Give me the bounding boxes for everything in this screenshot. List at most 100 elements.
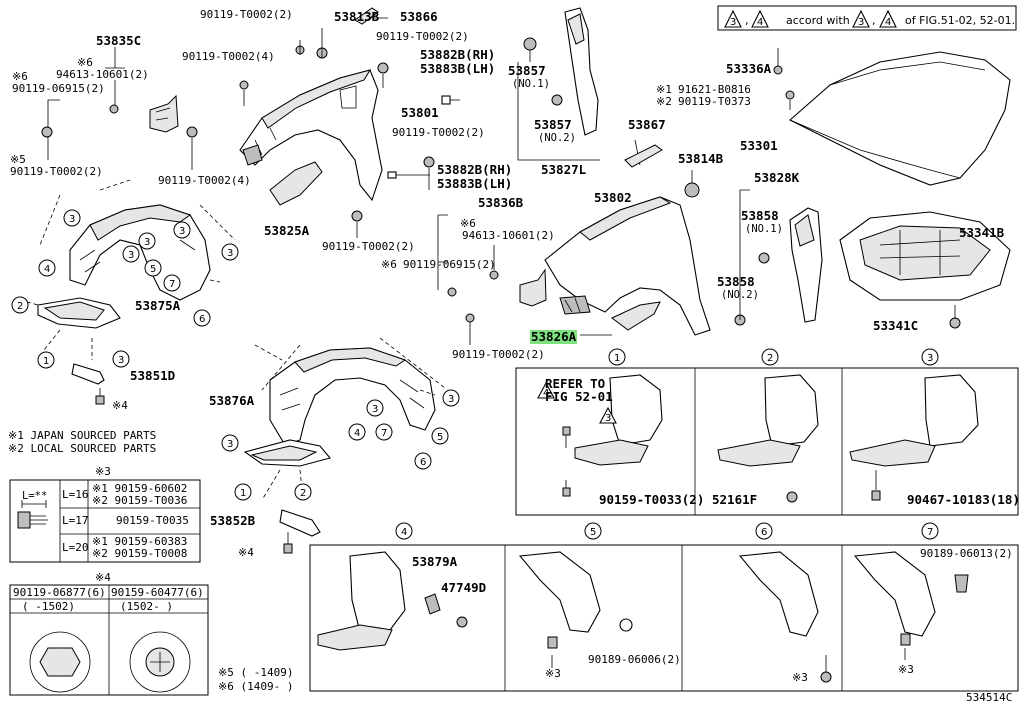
label-53802[interactable]: 53802 <box>594 190 632 205</box>
label-53836B[interactable]: 53836B <box>478 195 524 210</box>
label-fig-ref[interactable]: FIG 52-01 <box>545 389 613 404</box>
part-53867-illustration <box>624 144 663 168</box>
label-90119-T0002-c[interactable]: 90119-T0002(2) <box>376 30 469 43</box>
bracket-53828K-illustration <box>734 189 823 326</box>
label-53867[interactable]: 53867 <box>628 117 666 132</box>
label-53879A[interactable]: 53879A <box>412 554 458 569</box>
label-mark6-b: ※6 <box>12 70 28 83</box>
label-90159-T0033[interactable]: 90159-T0033(2) <box>599 492 705 507</box>
label-53828K[interactable]: 53828K <box>754 170 800 185</box>
label-mark3-c: ※3 <box>898 663 914 676</box>
header-note: 3 , 4 accord with 3 , 4 of FIG.51-02, 52… <box>717 5 1017 31</box>
label-53341C[interactable]: 53341C <box>873 318 919 333</box>
table4-col2-part[interactable]: 90159-60477(6) <box>111 586 204 599</box>
label-90119-T0002-4b[interactable]: 90119-T0002(4) <box>158 174 251 187</box>
table3-row3-part1[interactable]: ※1 90159-60383 <box>92 535 188 548</box>
bracket-53827L-illustration <box>517 7 600 161</box>
svg-text:6: 6 <box>420 457 426 468</box>
detail-panels-row1: 1 2 3 4 3 <box>515 348 1019 516</box>
table3-title: ※3 <box>95 465 111 478</box>
ref-circles-top-left: 3 4 2 1 3 3 3 3 3 5 7 6 <box>11 209 239 369</box>
svg-text:3: 3 <box>128 250 134 261</box>
legend-note-6: ※6 (1409- ) <box>218 680 294 693</box>
label-53875A[interactable]: 53875A <box>135 298 181 313</box>
table3-row1-part1[interactable]: ※1 90159-60602 <box>92 482 188 495</box>
label-mark4-b: ※4 <box>238 546 254 559</box>
svg-text:3: 3 <box>605 413 611 424</box>
label-53835C[interactable]: 53835C <box>96 33 142 48</box>
label-53883B-LH-a[interactable]: 53883B(LH) <box>420 61 496 76</box>
label-53826A[interactable]: 53826A <box>530 329 578 344</box>
table3-row2-len: L=17 <box>62 514 89 527</box>
clip-53814B-illustration <box>684 182 700 198</box>
svg-text:3: 3 <box>144 237 150 248</box>
label-53852B[interactable]: 53852B <box>210 513 256 528</box>
label-53866[interactable]: 53866 <box>400 9 438 24</box>
label-53825A[interactable]: 53825A <box>264 223 310 238</box>
label-53882B-RH-b[interactable]: 53882B(RH) <box>437 162 513 177</box>
label-53301[interactable]: 53301 <box>740 138 778 153</box>
label-90119-T0002-2[interactable]: 90119-T0002(2) <box>200 8 293 21</box>
table3-row1-len: L=16 <box>62 488 89 501</box>
label-53341B[interactable]: 53341B <box>959 225 1005 240</box>
label-94613-a[interactable]: 94613-10601(2) <box>56 68 149 81</box>
table3-row1-part2[interactable]: ※2 90159-T0036 <box>92 494 188 507</box>
label-53801[interactable]: 53801 <box>401 105 439 120</box>
table3-row2-part1[interactable]: 90159-T0035 <box>116 514 189 527</box>
liner-53876A-illustration <box>243 337 446 501</box>
svg-text:1: 1 <box>43 356 49 367</box>
svg-text:4: 4 <box>885 17 891 28</box>
label-90119-06915-a[interactable]: 90119-06915(2) <box>12 82 105 95</box>
svg-text:5: 5 <box>437 432 443 443</box>
label-53814B[interactable]: 53814B <box>678 151 724 166</box>
label-90467[interactable]: 90467-10183(18) <box>907 492 1020 507</box>
label-90119-T0002-b[interactable]: 90119-T0002(2) <box>10 165 103 178</box>
bracket-53851D-illustration <box>71 363 105 405</box>
label-90119-06915-b[interactable]: 90119-06915(2) <box>403 258 496 271</box>
svg-text:3: 3 <box>730 17 736 28</box>
label-53851D[interactable]: 53851D <box>130 368 176 383</box>
leader-lines-top-left <box>47 17 460 238</box>
label-53858-2-no: (NO.2) <box>721 289 759 301</box>
legend-note-2: ※2 LOCAL SOURCED PARTS <box>8 442 157 455</box>
svg-text:2: 2 <box>300 488 306 499</box>
svg-text:3: 3 <box>858 17 864 28</box>
svg-text:3: 3 <box>179 226 185 237</box>
label-53857-2[interactable]: 53857 <box>534 117 572 132</box>
label-90119-T0002-e[interactable]: 90119-T0002(2) <box>322 240 415 253</box>
insulator-53341B-illustration <box>839 211 1011 329</box>
label-53882B-RH-a[interactable]: 53882B(RH) <box>420 47 496 62</box>
label-91621[interactable]: 91621-B0816 <box>678 83 751 96</box>
table4-col1-part[interactable]: 90119-06877(6) <box>13 586 106 599</box>
label-53813B[interactable]: 53813B <box>334 9 380 24</box>
label-90119-T0002-f[interactable]: 90119-T0002(2) <box>452 348 545 361</box>
svg-text:5: 5 <box>150 264 156 275</box>
bracket-53852B-illustration <box>279 509 321 554</box>
label-53858-1[interactable]: 53858 <box>741 208 779 223</box>
label-90189-06006[interactable]: 90189-06006(2) <box>588 653 681 666</box>
label-53857-1-no: (NO.1) <box>512 78 550 90</box>
label-90119-T0002-d[interactable]: 90119-T0002(2) <box>392 126 485 139</box>
legend-note-1: ※1 JAPAN SOURCED PARTS <box>8 429 157 442</box>
label-90119-T0002-4a[interactable]: 90119-T0002(4) <box>182 50 275 63</box>
label-52161F[interactable]: 52161F <box>712 492 758 507</box>
label-53858-1-no: (NO.1) <box>745 223 783 235</box>
label-53883B-LH-b[interactable]: 53883B(LH) <box>437 176 513 191</box>
svg-text:1: 1 <box>614 353 620 364</box>
label-47749D[interactable]: 47749D <box>441 580 487 595</box>
hood-53301-illustration <box>773 48 1011 186</box>
label-mark6-a: ※6 <box>77 56 93 69</box>
label-53857-1[interactable]: 53857 <box>508 63 546 78</box>
label-94613-b[interactable]: 94613-10601(2) <box>462 229 555 242</box>
label-53336A[interactable]: 53336A <box>726 61 772 76</box>
svg-text:,: , <box>872 14 876 27</box>
label-90119-T0373[interactable]: 90119-T0373 <box>678 95 751 108</box>
label-53858-2[interactable]: 53858 <box>717 274 755 289</box>
label-53876A[interactable]: 53876A <box>209 393 255 408</box>
table3-row3-part2[interactable]: ※2 90159-T0008 <box>92 547 188 560</box>
svg-text:3: 3 <box>372 404 378 415</box>
svg-text:7: 7 <box>169 279 175 290</box>
svg-text:3: 3 <box>927 353 933 364</box>
label-90189-06013[interactable]: 90189-06013(2) <box>920 547 1013 560</box>
label-53827L[interactable]: 53827L <box>541 162 587 177</box>
